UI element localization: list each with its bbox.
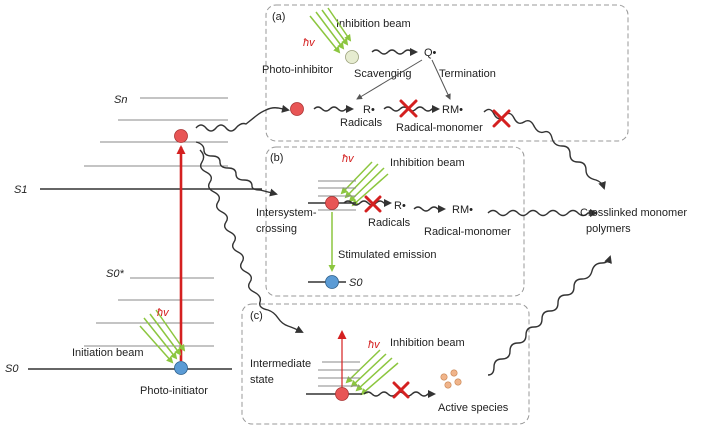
panel-b-ground-particle [325,275,339,289]
panel-b-radicals-label: Radicals [368,217,411,229]
panel-a-radicals-label: Radicals [340,117,383,129]
panel-c-inhibition-beam-label: Inhibition beam [390,337,465,349]
panel-b-box [265,146,525,297]
isc-label-1: Intersystem- [256,207,317,219]
wavy-a-to-product [483,108,606,190]
panel-b-hv: ħv [342,153,355,165]
wavy-to-panel-c [199,149,304,333]
panel-b-wavy-r-to-rm [413,205,446,213]
panel-a-rm-radical: RM• [442,104,463,116]
panel-b-inhibition-beam-label: Inhibition beam [390,157,465,169]
intermediate-label-1: Intermediate [250,358,311,370]
panel-c-cross [392,381,410,399]
panel-c-energy-levels [306,361,362,395]
wavy-to-panel-a [195,104,290,132]
sn-label: Sn [114,94,127,106]
panel-c-particle [335,387,349,401]
panel-a-hv: ħv [303,37,316,49]
panel-b-tag: (b) [270,152,283,164]
panel-c-inhibition-beam-rays [345,349,399,396]
arrow-q-to-r [356,59,423,100]
panel-a-radical-particle [290,102,304,116]
scavenging-label: Scavenging [354,68,412,80]
photo-inhibitor-ball [345,50,359,64]
wavy-inhibitor-to-q [371,48,418,56]
arrow-q-to-rm [431,59,451,100]
panel-c-tag: (c) [250,310,263,322]
panel-a-inhibition-beam-label: Inhibition beam [336,18,411,30]
panel-c-hv: ħv [368,339,381,351]
wavy-particle-to-r [313,105,354,113]
active-species-label: Active species [438,402,509,414]
isc-label-2: crossing [256,223,297,235]
wavy-b-to-product [487,209,598,217]
q-radical-label: Q• [424,47,437,59]
wavy-c-to-product [487,255,612,376]
left-energy-levels [28,97,262,370]
product-label-1: Crosslinked monomer [580,207,687,219]
panel-a-tag: (a) [272,11,285,23]
initiation-hv: ħv [157,307,170,319]
panel-b-inhibition-beam-rays [340,161,389,207]
panel-b-excited-particle [325,196,339,210]
panel-a-box [265,4,629,142]
intermediate-label-2: state [250,374,274,386]
active-species-dots [440,369,462,389]
panel-b-r-radical: R• [394,200,406,212]
panel-a-inhibition-beam-rays [309,7,352,54]
product-label-2: polymers [586,223,631,235]
photo-initiator-label: Photo-initiator [140,385,208,397]
s0-star-label: S0* [106,268,124,280]
panel-a-radical-monomer-label: Radical-monomer [396,122,483,134]
panel-a-r-radical: R• [363,104,375,116]
panel-a-cross-1 [399,99,418,118]
stimulated-emission-label: Stimulated emission [338,249,436,261]
photo-inhibitor-label: Photo-inhibitor [262,64,333,76]
wavy-to-isc [195,141,278,197]
panel-b-cross [364,195,382,213]
panel-b-s0-label: S0 [349,277,363,289]
panel-c-box [241,303,530,425]
panel-a-cross-2 [492,109,511,128]
ground-initiator-particle [174,361,188,375]
termination-label: Termination [439,68,496,80]
panel-b-rm-radical: RM• [452,204,473,216]
panel-b-wavy-to-r [343,199,392,207]
s1-label: S1 [14,184,27,196]
panel-b-radical-monomer-label: Radical-monomer [424,226,511,238]
s0-label: S0 [5,363,19,375]
excited-initiator-particle [174,129,188,143]
initiation-beam-label: Initiation beam [72,347,144,359]
initiation-beam-rays [139,309,186,364]
